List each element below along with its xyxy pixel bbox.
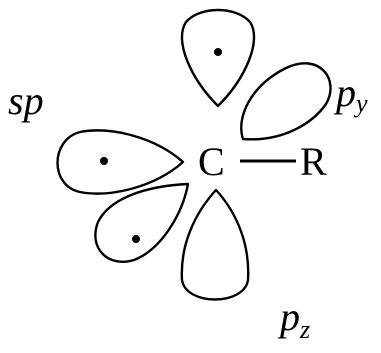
pz-label: pz — [277, 294, 310, 344]
top-orbital-lobe — [180, 8, 256, 108]
substituent-r-label: R — [300, 139, 327, 184]
top-orbital-electron — [214, 48, 222, 56]
sp-orbital-lobe-left — [56, 129, 185, 195]
pz-label-subscript: z — [299, 315, 310, 344]
pz-label-base: p — [277, 294, 300, 339]
sp-orbital-electron-lower — [132, 235, 140, 243]
py-label: py — [333, 70, 368, 118]
sp-orbital-electron-left — [100, 157, 108, 165]
carbon-atom-label: C — [198, 139, 225, 184]
sp-orbital-lobe-lower — [94, 182, 190, 263]
sp-label: sp — [8, 78, 44, 123]
py-orbital-lobe — [240, 62, 332, 141]
pz-orbital-lobe — [180, 188, 250, 301]
py-label-subscript: y — [353, 89, 368, 118]
py-label-base: p — [333, 70, 356, 115]
